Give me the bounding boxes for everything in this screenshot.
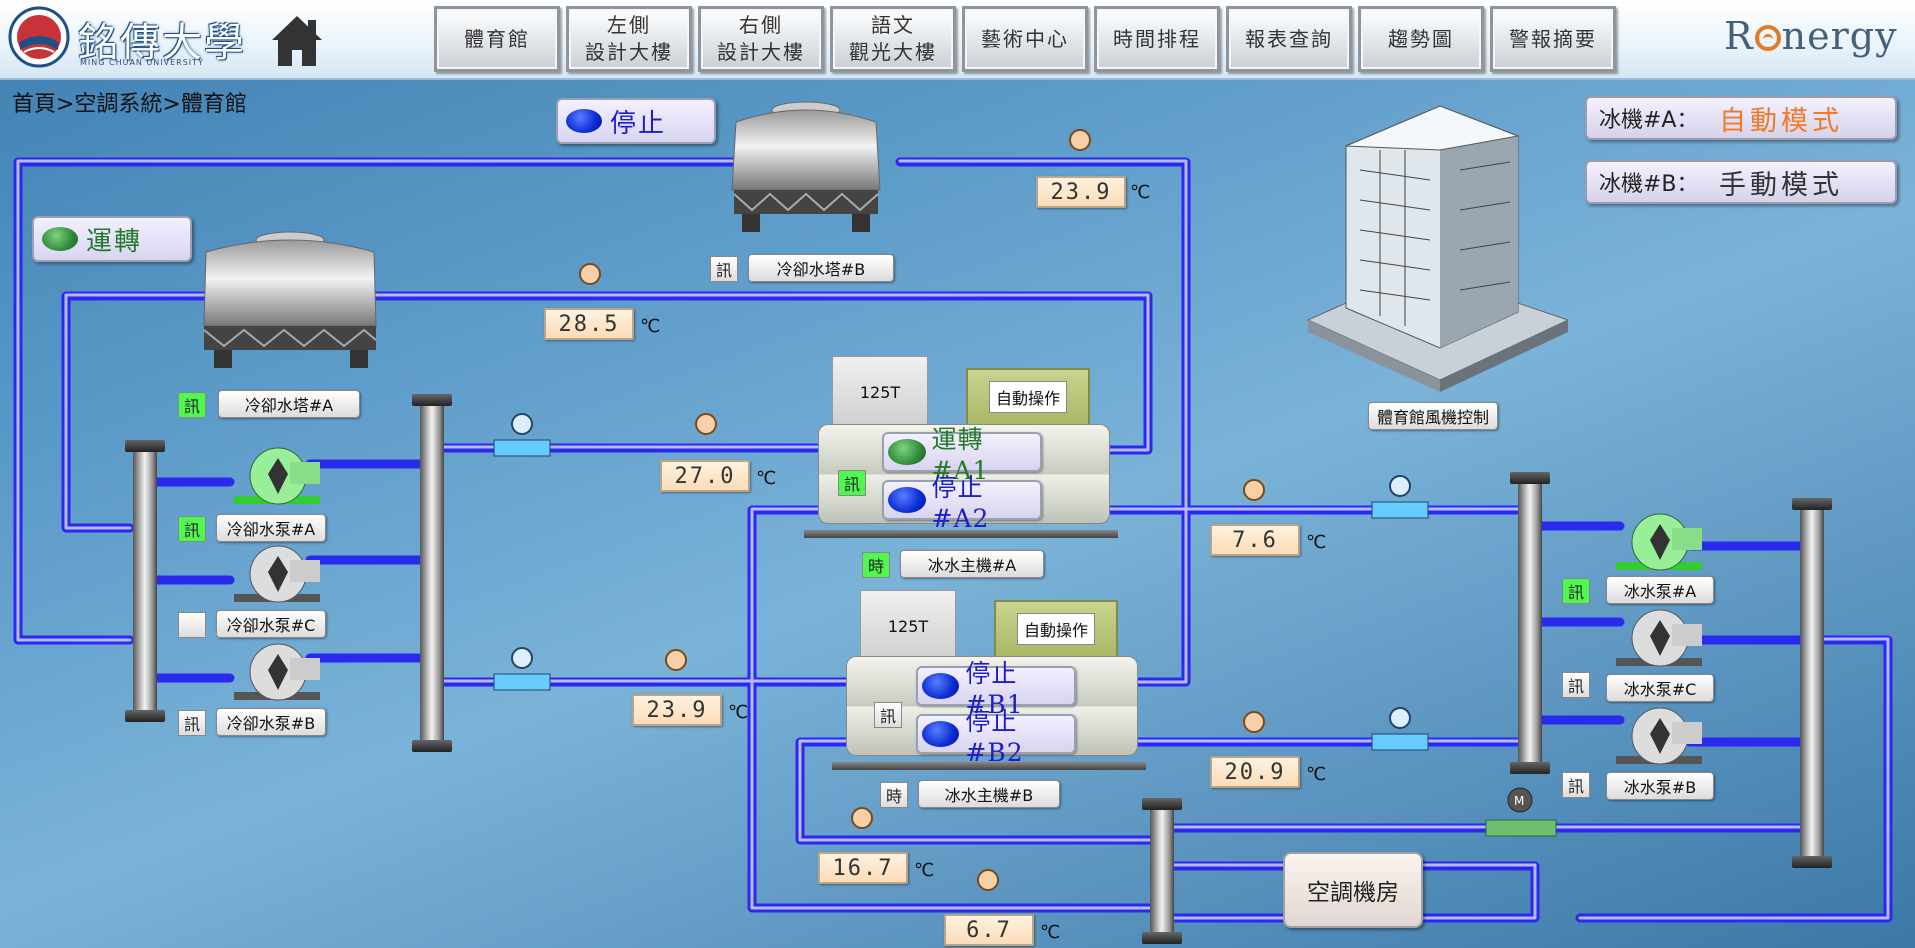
status-stop-icon [566,109,602,133]
tower-b-label[interactable]: 冷卻水塔#B [748,254,894,282]
nav-language-tourism-building[interactable]: 語文 觀光大樓 [830,6,956,72]
nav-trend-chart[interactable]: 趨勢圖 [1358,6,1484,72]
chiller-a1-status[interactable]: 運轉#A1 [882,425,1042,485]
chiller-b-label[interactable]: 冰水主機#B [918,780,1060,808]
status-stop-icon [922,673,960,699]
tower-a-status[interactable]: 運轉 [32,216,192,262]
chiller-a2-status[interactable]: 停止#A2 [882,473,1042,533]
chw-pump-b-msg-indicator[interactable]: 訊 [1562,772,1590,798]
temp-cw-supply-b: 23.9 [632,694,722,726]
building-fan-control-button[interactable]: 體育館風機控制 [1368,402,1499,430]
chiller-b-auto-operation[interactable]: 自動操作 [994,600,1118,658]
temp-chw-a: 7.6 [1210,524,1300,556]
temp-return-1: 16.7 [818,852,908,884]
chw-pump-c-label[interactable]: 冰水泵#C [1606,674,1714,702]
nav-left-design-building[interactable]: 左側 設計大樓 [566,6,692,72]
pump-icons [234,447,1702,765]
cooling-water-manifold-right [412,394,452,752]
temp-unit: ℃ [1306,764,1327,785]
tower-a-msg-indicator[interactable]: 訊 [178,392,206,418]
temp-cw-supply-a: 27.0 [660,460,750,492]
status-stop-icon [922,721,960,747]
temp-tower-a: 28.5 [544,308,634,340]
status-stop-icon [888,487,926,513]
chiller-a-base [804,530,1118,538]
nav-schedule[interactable]: 時間排程 [1094,6,1220,72]
top-header: 銘傳大學 MING CHUAN UNIVERSITY 體育館 左側 設計大樓 右… [0,0,1915,80]
chilled-water-manifold-b [1792,498,1832,868]
return-water-manifold [1142,798,1182,944]
cw-pump-c-label[interactable]: 冷卻水泵#C [216,610,326,638]
temp-unit: ℃ [640,316,661,337]
logo-subtitle: MING CHUAN UNIVERSITY [80,58,204,67]
cw-pump-b-msg-indicator[interactable]: 訊 [178,710,206,736]
chiller-a-capacity: 125T [832,356,928,428]
nav-right-design-building[interactable]: 右側 設計大樓 [698,6,824,72]
temperature-sensor-icons [579,129,1265,891]
temp-return-2: 6.7 [944,914,1034,946]
temp-unit: ℃ [756,468,777,489]
chw-pump-c-msg-indicator[interactable]: 訊 [1562,672,1590,698]
ac-room-button[interactable]: 空調機房 [1283,852,1423,928]
svg-text:M: M [1514,794,1524,808]
tower-a-label[interactable]: 冷卻水塔#A [218,390,360,418]
chilled-water-manifold-a [1510,472,1550,774]
cooling-tower-a-icon [203,231,377,368]
cw-pump-a-label[interactable]: 冷卻水泵#A [216,514,326,542]
chiller-a-mode[interactable]: 冰機#A： 自動模式 [1585,96,1897,140]
chiller-b-mode[interactable]: 冰機#B： 手動模式 [1585,160,1897,204]
chw-pump-a-msg-indicator[interactable]: 訊 [1562,578,1590,604]
chiller-b1-status[interactable]: 停止#B1 [916,659,1076,719]
temp-unit: ℃ [1306,532,1327,553]
building-icon [1306,105,1570,392]
chiller-b-capacity: 125T [860,590,956,662]
home-icon[interactable] [268,12,326,70]
cooling-tower-b-icon [731,101,881,232]
chiller-a-msg-indicator[interactable]: 訊 [838,470,866,496]
breadcrumb: 首頁>空調系統>體育館 [12,92,247,117]
brand-swirl-icon [1754,25,1781,51]
status-run-icon [888,439,926,465]
temp-tower-b: 23.9 [1036,176,1126,208]
temp-unit: ℃ [914,860,935,881]
cw-pump-b-label[interactable]: 冷卻水泵#B [216,708,326,736]
chw-pump-a-label[interactable]: 冰水泵#A [1606,576,1714,604]
chiller-b-base [832,762,1146,770]
chiller-a-auto-operation[interactable]: 自動操作 [966,368,1090,426]
temp-chw-b: 20.9 [1210,756,1300,788]
chiller-b-time-indicator[interactable]: 時 [880,782,908,808]
tower-b-status[interactable]: 停止 [556,98,716,144]
flow-meter-icon [493,413,1429,751]
temp-unit: ℃ [1040,922,1061,943]
chiller-a-time-indicator[interactable]: 時 [862,552,890,578]
tower-b-msg-indicator[interactable]: 訊 [710,256,738,282]
motor-valve-icon: M [1485,787,1557,837]
nav-reports[interactable]: 報表查詢 [1226,6,1352,72]
chiller-a-label[interactable]: 冰水主機#A [900,550,1044,578]
university-seal-icon [8,6,70,68]
nav-art-center[interactable]: 藝術中心 [962,6,1088,72]
cw-pump-a-msg-indicator[interactable]: 訊 [178,516,206,542]
status-run-icon [42,227,78,251]
temp-unit: ℃ [1130,182,1151,203]
nav-gym[interactable]: 體育館 [434,6,560,72]
chw-pump-b-label[interactable]: 冰水泵#B [1606,772,1714,800]
chiller-b2-status[interactable]: 停止#B2 [916,707,1076,767]
cw-pump-c-indicator[interactable] [178,612,206,638]
cooling-water-manifold-left [125,440,165,722]
logo-text: 銘傳大學 [78,20,246,66]
nav-alarm-summary[interactable]: 警報摘要 [1490,6,1616,72]
chiller-b-msg-indicator[interactable]: 訊 [874,702,902,728]
temp-unit: ℃ [728,702,749,723]
